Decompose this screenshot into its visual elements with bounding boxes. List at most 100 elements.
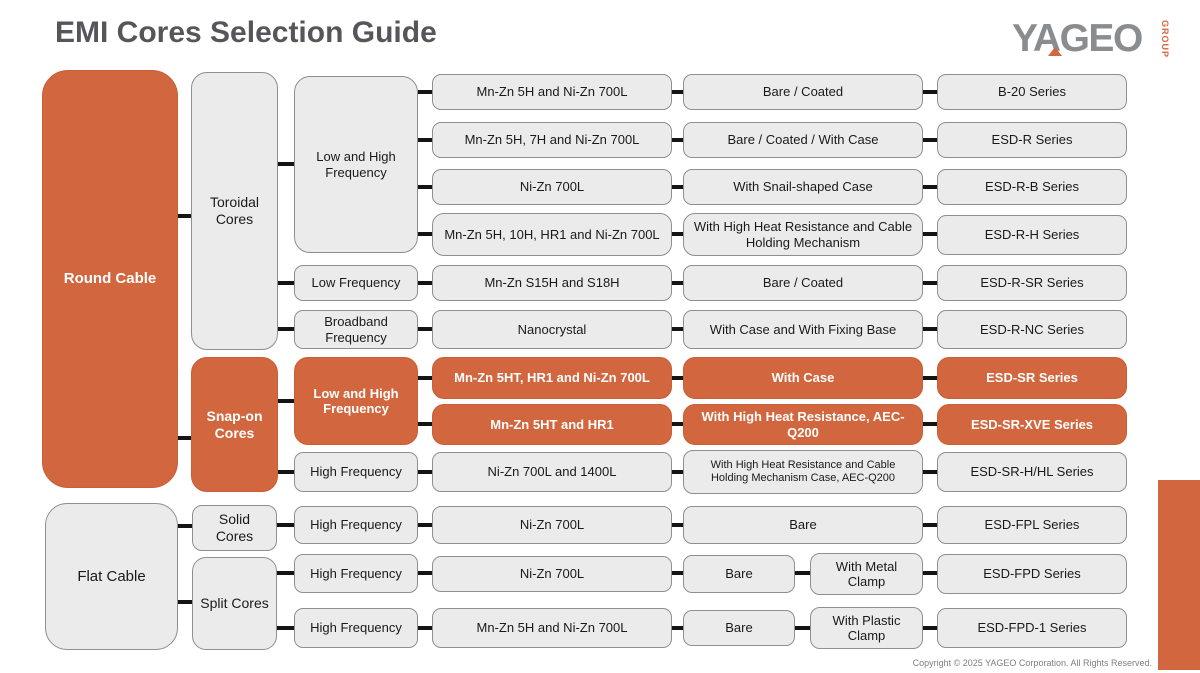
node-solid-cores: Solid Cores bbox=[192, 505, 277, 551]
connector bbox=[923, 376, 937, 380]
connector bbox=[923, 281, 937, 285]
node-snap-on-cores: Snap-on Cores bbox=[191, 357, 278, 492]
connector bbox=[672, 232, 683, 236]
connector bbox=[923, 422, 937, 426]
node-freq-low-high-toroidal: Low and High Frequency bbox=[294, 76, 418, 253]
connector bbox=[277, 523, 294, 527]
connector bbox=[418, 470, 432, 474]
node-freq-low-high-snapon: Low and High Frequency bbox=[294, 357, 418, 445]
connector bbox=[278, 281, 294, 285]
node-series-row7: ESD-SR Series bbox=[937, 357, 1127, 399]
connector bbox=[418, 327, 432, 331]
connector bbox=[672, 626, 683, 630]
yageo-group-label: GROUP bbox=[1160, 20, 1170, 59]
node-split-cores: Split Cores bbox=[192, 557, 277, 650]
node-series-row8: ESD-SR-XVE Series bbox=[937, 404, 1127, 445]
connector bbox=[672, 185, 683, 189]
connector bbox=[418, 138, 432, 142]
node-material-row10: Ni-Zn 700L bbox=[432, 506, 672, 544]
connector bbox=[277, 626, 294, 630]
node-material-row12: Mn-Zn 5H and Ni-Zn 700L bbox=[432, 608, 672, 648]
node-case2-row12: With Plastic Clamp bbox=[810, 607, 923, 649]
node-material-row9: Ni-Zn 700L and 1400L bbox=[432, 452, 672, 492]
node-freq-high-solid: High Frequency bbox=[294, 506, 418, 544]
connector bbox=[923, 470, 937, 474]
node-case-row1: Bare / Coated bbox=[683, 74, 923, 110]
node-material-row1: Mn-Zn 5H and Ni-Zn 700L bbox=[432, 74, 672, 110]
node-freq-low: Low Frequency bbox=[294, 265, 418, 301]
connector bbox=[418, 571, 432, 575]
node-material-row4: Mn-Zn 5H, 10H, HR1 and Ni-Zn 700L bbox=[432, 213, 672, 256]
node-case-row9: With High Heat Resistance and Cable Hold… bbox=[683, 450, 923, 494]
node-series-row3: ESD-R-B Series bbox=[937, 169, 1127, 205]
connector bbox=[278, 327, 294, 331]
connector bbox=[672, 138, 683, 142]
connector bbox=[418, 232, 432, 236]
node-case-row5: Bare / Coated bbox=[683, 265, 923, 301]
node-series-row12: ESD-FPD-1 Series bbox=[937, 608, 1127, 648]
connector bbox=[672, 327, 683, 331]
connector bbox=[795, 571, 810, 575]
node-case-row4: With High Heat Resistance and Cable Hold… bbox=[683, 213, 923, 256]
connector bbox=[923, 626, 937, 630]
accent-side-bar bbox=[1158, 480, 1200, 670]
node-flat-cable: Flat Cable bbox=[45, 503, 178, 650]
node-case-row11: Bare bbox=[683, 555, 795, 593]
node-series-row4: ESD-R-H Series bbox=[937, 215, 1127, 255]
connector bbox=[672, 90, 683, 94]
node-material-row2: Mn-Zn 5H, 7H and Ni-Zn 700L bbox=[432, 122, 672, 158]
connector bbox=[418, 376, 432, 380]
node-material-row5: Mn-Zn S15H and S18H bbox=[432, 265, 672, 301]
node-freq-high-split-2: High Frequency bbox=[294, 608, 418, 648]
connector bbox=[418, 281, 432, 285]
connector bbox=[418, 422, 432, 426]
page-title: EMI Cores Selection Guide bbox=[55, 16, 437, 49]
node-series-row9: ESD-SR-H/HL Series bbox=[937, 452, 1127, 492]
node-case2-row11: With Metal Clamp bbox=[810, 553, 923, 595]
node-case-row7: With Case bbox=[683, 357, 923, 399]
connector bbox=[672, 470, 683, 474]
yageo-logo: YAGEO GROUP bbox=[1012, 16, 1170, 62]
node-case-row12: Bare bbox=[683, 610, 795, 646]
connector bbox=[418, 626, 432, 630]
node-series-row2: ESD-R Series bbox=[937, 122, 1127, 158]
connector bbox=[178, 600, 192, 604]
connector bbox=[178, 524, 192, 528]
connector bbox=[178, 436, 191, 440]
connector bbox=[418, 90, 432, 94]
connector bbox=[418, 523, 432, 527]
yageo-wordmark: YAGEO bbox=[1012, 17, 1143, 60]
node-series-row6: ESD-R-NC Series bbox=[937, 310, 1127, 349]
connector bbox=[672, 422, 683, 426]
connector bbox=[672, 571, 683, 575]
node-series-row10: ESD-FPL Series bbox=[937, 506, 1127, 544]
node-freq-high-split-1: High Frequency bbox=[294, 554, 418, 593]
yageo-a-triangle-icon bbox=[1048, 47, 1062, 56]
connector bbox=[923, 90, 937, 94]
node-case-row10: Bare bbox=[683, 506, 923, 544]
node-case-row3: With Snail-shaped Case bbox=[683, 169, 923, 205]
node-case-row8: With High Heat Resistance, AEC-Q200 bbox=[683, 404, 923, 445]
connector bbox=[178, 214, 191, 218]
node-freq-broadband: Broadband Frequency bbox=[294, 310, 418, 349]
connector bbox=[923, 571, 937, 575]
node-series-row1: B-20 Series bbox=[937, 74, 1127, 110]
node-case-row2: Bare / Coated / With Case bbox=[683, 122, 923, 158]
node-case-row6: With Case and With Fixing Base bbox=[683, 310, 923, 349]
connector bbox=[278, 399, 294, 403]
node-round-cable: Round Cable bbox=[42, 70, 178, 488]
connector bbox=[418, 185, 432, 189]
connector bbox=[277, 571, 294, 575]
connector bbox=[923, 523, 937, 527]
connector bbox=[672, 376, 683, 380]
node-series-row11: ESD-FPD Series bbox=[937, 554, 1127, 594]
copyright-text: Copyright © 2025 YAGEO Corporation. All … bbox=[912, 658, 1152, 668]
connector bbox=[923, 185, 937, 189]
connector bbox=[278, 470, 294, 474]
connector bbox=[278, 162, 294, 166]
connector bbox=[672, 281, 683, 285]
node-series-row5: ESD-R-SR Series bbox=[937, 265, 1127, 301]
connector bbox=[795, 626, 810, 630]
node-material-row8: Mn-Zn 5HT and HR1 bbox=[432, 404, 672, 445]
